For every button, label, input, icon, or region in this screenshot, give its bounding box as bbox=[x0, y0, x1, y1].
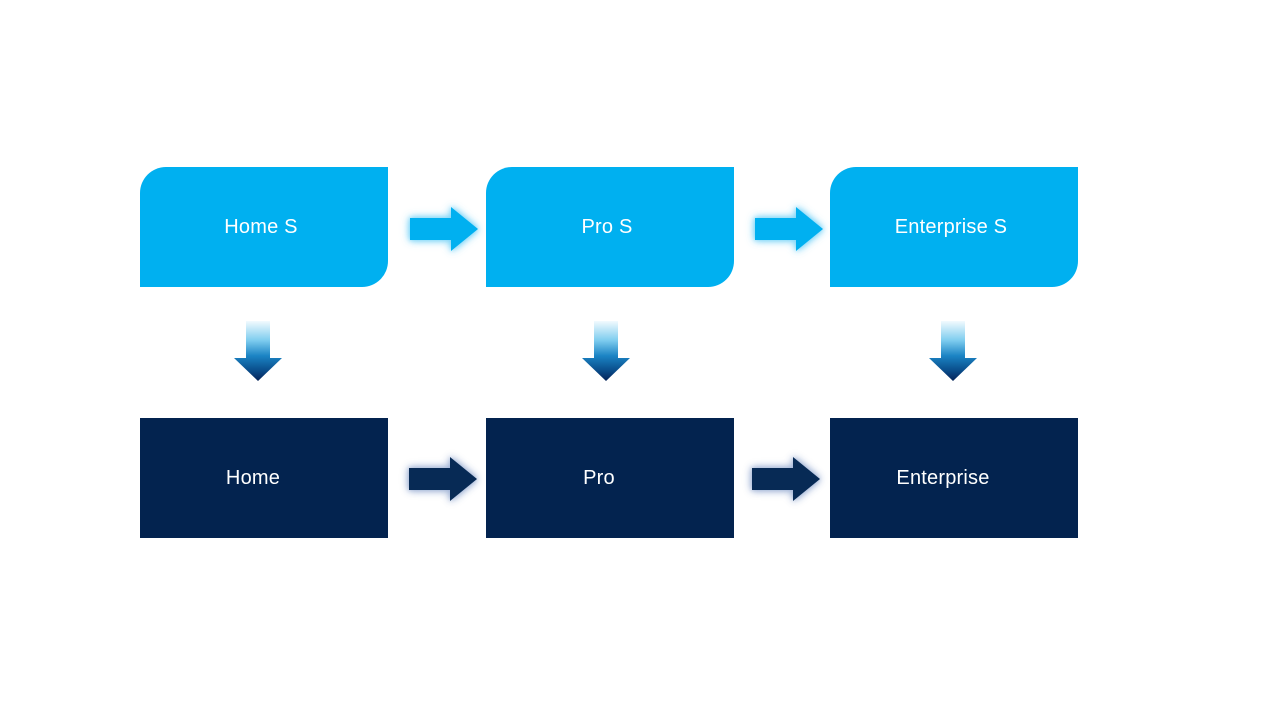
box-pro-s-label: Pro S bbox=[581, 215, 633, 238]
box-enterprise: Enterprise bbox=[830, 418, 1078, 538]
down-arrow-icon bbox=[582, 321, 630, 381]
box-home: Home bbox=[140, 418, 388, 538]
box-enterprise-label: Enterprise bbox=[896, 466, 990, 489]
box-enterprise-s: Enterprise S bbox=[830, 167, 1078, 287]
right-arrow-icon bbox=[755, 207, 823, 251]
box-home-label: Home bbox=[225, 466, 281, 489]
right-arrow-icon bbox=[410, 207, 478, 251]
right-arrow-icon bbox=[752, 457, 820, 501]
right-arrow-icon bbox=[409, 457, 477, 501]
box-enterprise-s-label: Enterprise S bbox=[894, 215, 1008, 238]
down-arrow-icon bbox=[929, 321, 977, 381]
down-arrow-icon bbox=[234, 321, 282, 381]
box-home-s-label: Home S bbox=[224, 215, 298, 238]
box-pro-label: Pro bbox=[583, 466, 615, 489]
box-home-s: Home S bbox=[140, 167, 388, 287]
box-pro: Pro bbox=[486, 418, 734, 538]
box-pro-s: Pro S bbox=[486, 167, 734, 287]
